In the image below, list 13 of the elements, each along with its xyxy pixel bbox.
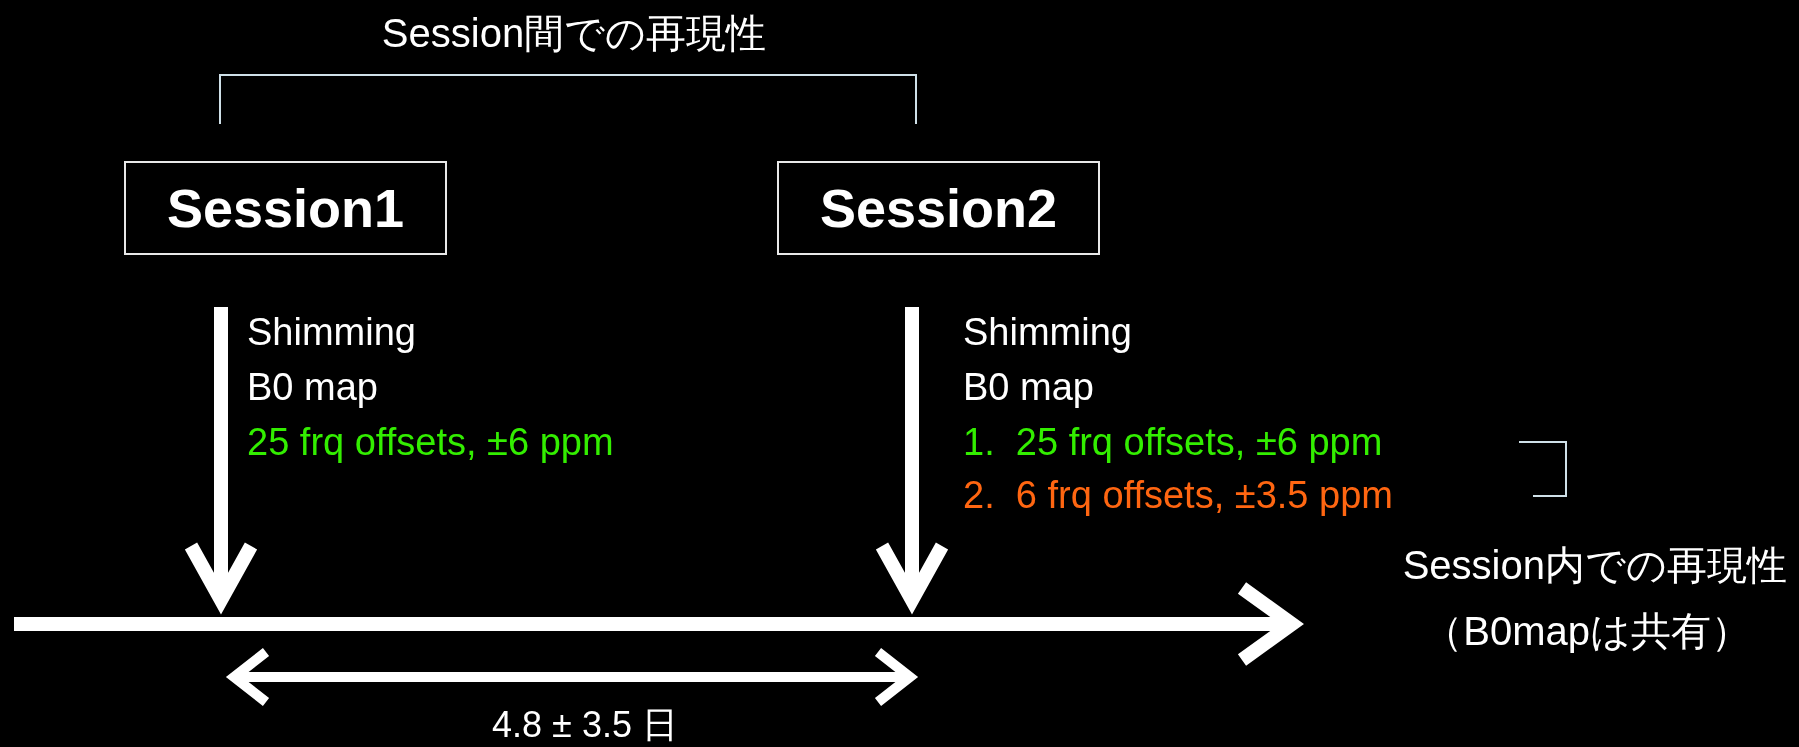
step-text: Shimming [247, 311, 416, 355]
step-text: B0 map [247, 366, 378, 410]
session-box: Session1 [124, 161, 447, 255]
session-box: Session2 [777, 161, 1100, 255]
step-text: 2. 6 frq offsets, ±3.5 ppm [963, 474, 1393, 518]
heading: Session間での再現性 [381, 10, 767, 56]
note-text: （B0mapは共有） [1423, 608, 1751, 654]
step-text: B0 map [963, 366, 1094, 410]
note-text: Session内での再現性 [1402, 542, 1787, 588]
step-text: Shimming [963, 311, 1132, 355]
duration-label: 4.8 ± 3.5 日 [492, 705, 678, 745]
step-text: 1. 25 frq offsets, ±6 ppm [963, 421, 1383, 465]
step-text: 25 frq offsets, ±6 ppm [247, 421, 614, 465]
